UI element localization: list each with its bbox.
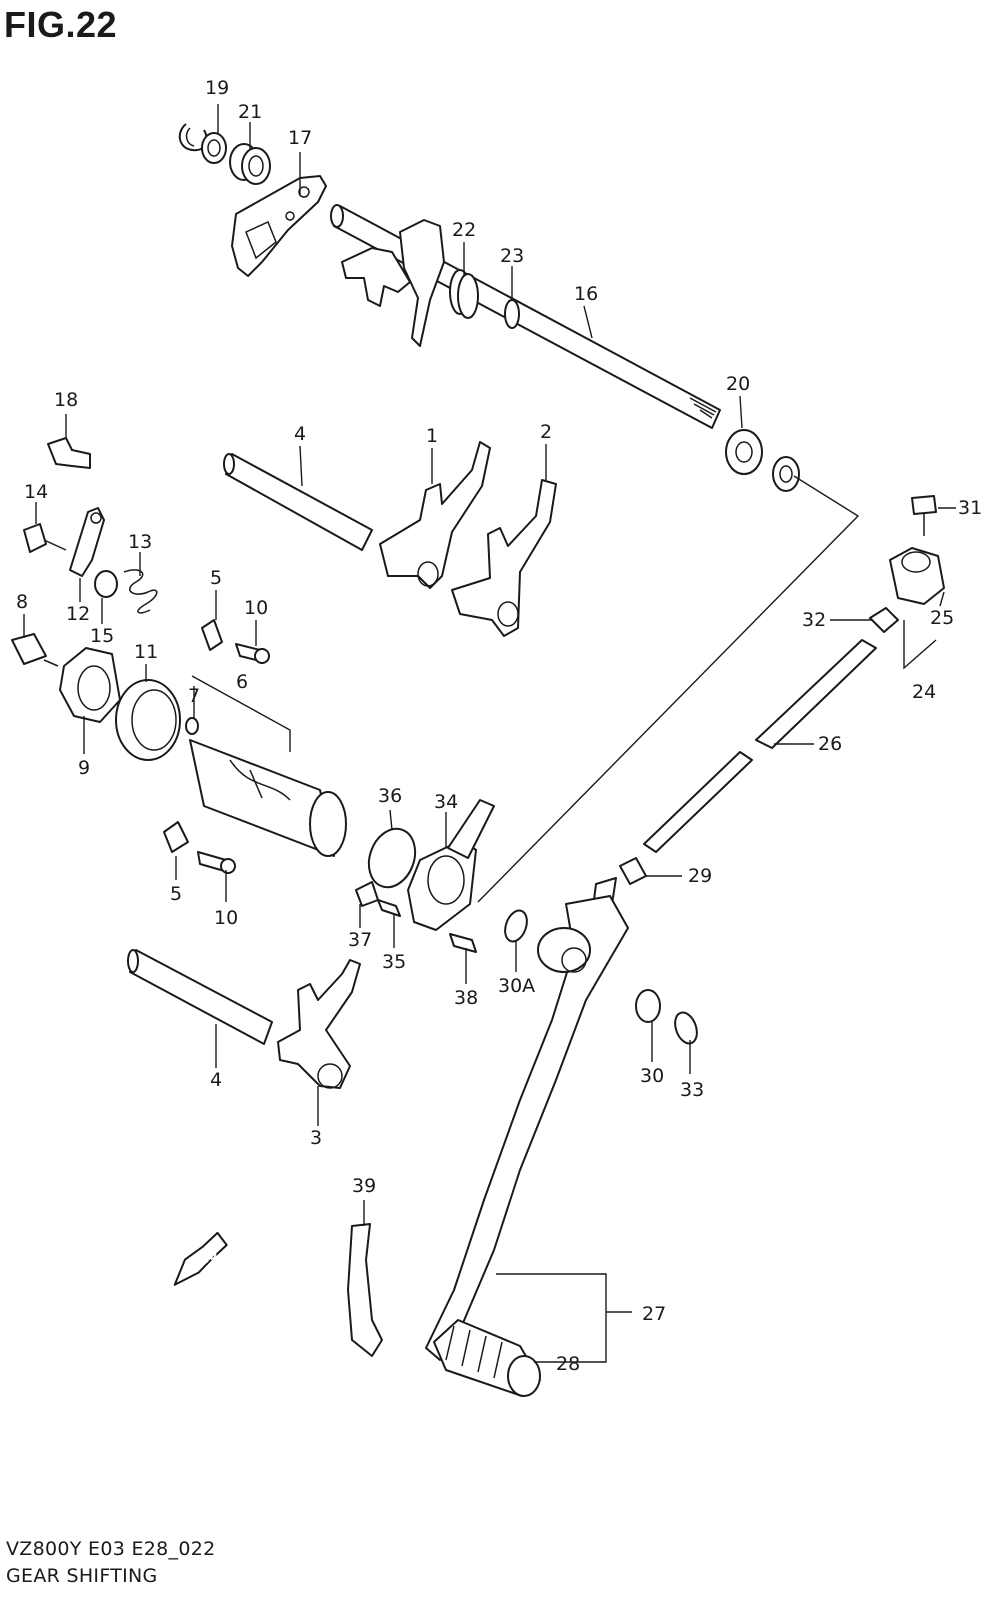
callout-15: 15 [90,625,114,647]
callout-27: 27 [642,1303,666,1325]
callout-38: 38 [454,987,478,1009]
callout-20: 20 [726,373,750,395]
callout-21: 21 [238,101,262,123]
leader-lines [23,104,956,1363]
callout-36: 36 [378,785,402,807]
callout-26: 26 [818,733,842,755]
shift-fork-2 [451,479,557,637]
callout-6: 6 [236,671,248,693]
callout-4-lower: 4 [210,1069,222,1091]
screw-38 [449,933,477,953]
callout-32: 32 [802,609,826,631]
callout-30: 30 [640,1065,664,1087]
washer-30 [635,989,661,1023]
callout-33: 33 [680,1079,704,1101]
callout-5-upper: 5 [210,567,222,589]
model-code: VZ800Y E03 E28_022 [6,1538,216,1560]
joint-25 [889,547,945,605]
pin-8 [11,633,59,667]
callout-3: 3 [310,1127,322,1149]
callout-7: 7 [188,685,200,707]
pin-37 [355,881,379,907]
callout-14: 14 [24,481,48,503]
callout-28: 28 [556,1353,580,1375]
stopper-plate-5-upper [201,619,223,651]
pin-7 [185,717,199,735]
fork-shaft-4-upper [223,453,373,551]
washer-30a [504,909,528,943]
callout-17: 17 [288,127,312,149]
figure-footer: VZ800Y E03 E28_022 GEAR SHIFTING [6,1536,216,1590]
callout-11: 11 [134,641,158,663]
spring-22 [449,269,479,319]
screw-10-lower [197,851,236,874]
shift-fork-1 [379,441,491,589]
callout-37: 37 [348,929,372,951]
pin-35 [377,899,401,917]
callout-13: 13 [128,531,152,553]
callout-8: 8 [16,591,28,613]
callout-16: 16 [574,283,598,305]
spring-13 [123,569,158,614]
bolt-14 [23,523,67,553]
callout-39: 39 [352,1175,376,1197]
figure-title: FIG.22 [4,4,118,45]
bolt-31 [911,495,937,536]
shift-fork-plate [341,219,445,347]
callout-2: 2 [540,421,552,443]
callout-22: 22 [452,219,476,241]
washer-15 [94,570,118,598]
callout-23: 23 [500,245,524,267]
callout-30A: 30A [498,975,535,997]
fwd-arrow-icon: FWD [173,1231,228,1286]
oil-seal-20 [725,429,800,492]
nut-32 [869,607,899,633]
callout-29: 29 [688,865,712,887]
spring-21 [229,143,271,185]
nut-29 [619,857,647,885]
arm-plate-17 [231,175,327,277]
screw-10-upper [235,643,270,664]
o-ring-36 [367,827,417,889]
callout-1: 1 [426,425,438,447]
shift-arm-34 [407,799,495,931]
stopper-arm-12 [69,507,105,577]
figure-caption: GEAR SHIFTING [6,1565,158,1587]
footpeg-rubber-28 [433,1319,541,1397]
callout-4-upper: 4 [294,423,306,445]
bracket-39 [347,1223,383,1357]
callout-10-upper: 10 [244,597,268,619]
gearshift-cam-6 [189,739,347,857]
callout-labels: 19 21 17 22 23 16 20 18 4 1 2 14 13 12 1… [16,77,982,1375]
callout-24: 24 [912,681,936,703]
rod-lower [643,751,753,853]
bearing-11 [115,679,181,761]
circlip-23 [504,299,520,329]
callout-18: 18 [54,389,78,411]
callout-12: 12 [66,603,90,625]
cam-driven-gear-9 [59,647,121,723]
plug-18 [47,437,91,469]
fork-shaft-4-lower [127,949,273,1045]
callout-9: 9 [78,757,90,779]
gearshift-lever-27 [425,895,629,1361]
shift-shaft-16 [330,204,721,429]
shift-fork-3 [277,959,361,1089]
callout-34: 34 [434,791,458,813]
callout-5-lower: 5 [170,883,182,905]
circlip-33 [674,1011,698,1045]
rod-26 [755,639,877,749]
callout-35: 35 [382,951,406,973]
stopper-plate-5-lower [163,821,189,853]
callout-25: 25 [930,607,954,629]
callout-31: 31 [958,497,982,519]
callout-10-lower: 10 [214,907,238,929]
callout-19: 19 [205,77,229,99]
washer-19 [201,132,227,164]
